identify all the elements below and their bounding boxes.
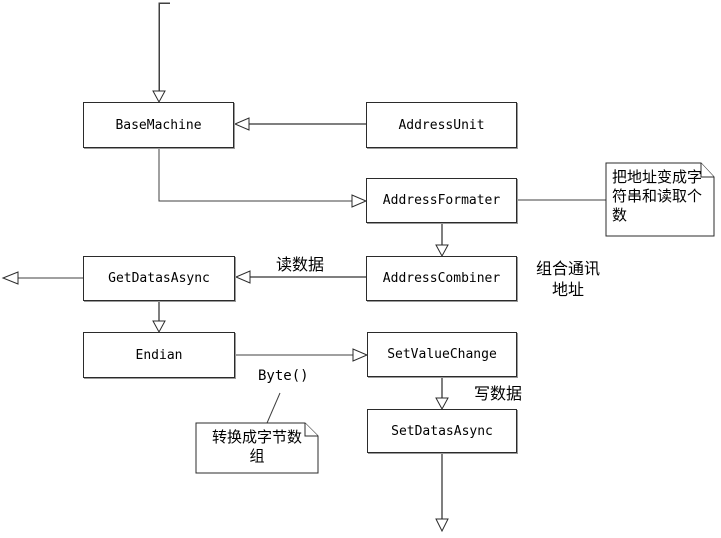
node-endian: Endian [83,332,235,378]
note-shape-address-formater [605,162,715,237]
edge-setvaluechange-to-setdatasasync [435,377,449,411]
edge-getdatasasync-to-endian [152,301,166,334]
edge-endian-to-setvaluechange [235,348,369,362]
node-getdatasasync: GetDatasAsync [83,256,235,301]
node-basemachine: BaseMachine [83,102,234,148]
note-endian: 转换成字节数组 [211,428,302,465]
node-setdatasasync: SetDatasAsync [367,409,517,453]
label-write-data: 写数据 [474,384,523,403]
node-addressunit: AddressUnit [366,102,517,148]
edge-basemachine-to-addressformater [158,148,368,208]
label-byte-call: Byte() [258,368,309,384]
edge-addressformater-to-addresscombiner [435,223,449,258]
note-shape-endian [195,422,319,474]
note-address-formater: 把地址变成字符串和读取个数 [612,168,703,224]
node-addresscombiner: AddressCombiner [366,256,517,301]
edge-addresscombiner-to-getdatasasync [234,270,366,284]
label-combine-address: 组合通讯 地址 [535,259,600,299]
edge-setdatasasync-to-bottom [435,453,449,533]
label-read-data: 读数据 [276,255,325,274]
node-setvaluechange: SetValueChange [367,332,517,377]
edge-byte-to-note [266,392,281,424]
edge-addressunit-to-basemachine [233,117,366,131]
edge-getdatasasync-to-left [1,271,83,285]
node-addressformater: AddressFormater [366,178,517,223]
edge-top-to-basemachine [152,2,170,104]
